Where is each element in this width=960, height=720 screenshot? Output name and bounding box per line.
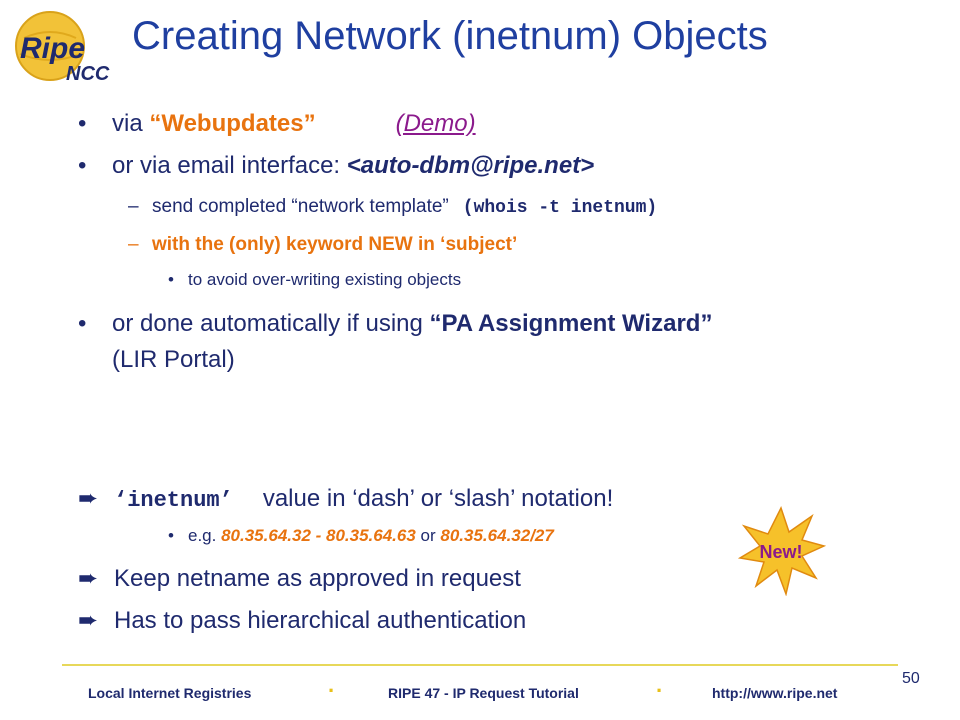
footer-separator: . — [328, 672, 335, 697]
dash-marker: – — [128, 196, 139, 217]
wizard-name: “PA Assignment Wizard” — [429, 310, 713, 337]
arrow-bullet-inetnum: ➨ ‘inetnum’ value in ‘dash’ or ‘slash’ not… — [78, 484, 613, 513]
logo-main-text: Ripe — [20, 32, 85, 65]
bullet-dot: • — [78, 152, 87, 179]
bullet-email-prefix: or via email interface: — [112, 152, 347, 179]
footer-separator: . — [656, 672, 663, 697]
keyword-new-text: with the (only) keyword NEW in ‘subject’ — [152, 234, 518, 255]
netname-text: Keep netname as approved in request — [114, 565, 521, 592]
inetnum-notation-text: value in ‘dash’ or ‘slash’ notation! — [262, 485, 614, 512]
inetnum-code: ‘inetnum’ — [114, 488, 233, 513]
new-badge-text: New! — [759, 542, 802, 562]
auth-text: Has to pass hierarchical authentication — [114, 607, 527, 634]
sub-sub-bullet-avoid-overwrite: • to avoid over-writing existing objects — [168, 270, 461, 290]
footer-left: Local Internet Registries — [88, 685, 252, 701]
new-badge: New! — [737, 506, 826, 596]
starburst-icon — [737, 506, 826, 596]
bullet-webupdates-prefix: via — [112, 110, 150, 137]
bullet-dot: • — [78, 310, 87, 337]
footer-url[interactable]: http://www.ripe.net — [712, 685, 838, 701]
example-range: 80.35.64.32 - 80.35.64.63 — [221, 526, 416, 545]
bullet-dot: • — [168, 526, 174, 545]
bullet-dot: • — [78, 110, 87, 137]
arrow-right-icon: ➨ — [78, 485, 99, 512]
bullet-wizard-prefix: or done automatically if using — [112, 310, 430, 337]
send-template-text: send completed “network template” — [152, 196, 449, 217]
arrow-bullet-auth: ➨ Has to pass hierarchical authentication — [78, 606, 526, 635]
footer-center: RIPE 47 - IP Request Tutorial — [388, 685, 579, 701]
demo-link[interactable]: (Demo) — [395, 110, 476, 137]
avoid-overwrite-text: to avoid over-writing existing objects — [188, 270, 462, 289]
webupdates-keyword: “Webupdates” — [149, 110, 316, 137]
arrow-bullet-netname: ➨ Keep netname as approved in request — [78, 564, 521, 593]
example-cidr: 80.35.64.32/27 — [440, 526, 554, 545]
dash-marker: – — [128, 234, 139, 255]
bullet-webupdates: • via “Webupdates” (Demo) — [78, 110, 476, 138]
page-title: Creating Network (inetnum) Objects — [132, 14, 768, 58]
bullet-wizard: • or done automatically if using “PA Assi… — [78, 310, 712, 338]
email-address[interactable]: <auto-dbm@ripe.net> — [346, 152, 595, 179]
arrow-right-icon: ➨ — [78, 607, 99, 634]
whois-command: (whois -t inetnum) — [462, 198, 658, 218]
logo-sub-text: NCC — [66, 63, 110, 85]
page-number: 50 — [902, 670, 920, 687]
bullet-email: • or via email interface: <auto-dbm@ripe.… — [78, 152, 594, 180]
example-prefix: e.g. — [188, 526, 222, 545]
example-or: or — [415, 526, 441, 545]
bullet-dot: • — [168, 270, 174, 289]
arrow-right-icon: ➨ — [78, 565, 99, 592]
footer-rule — [62, 664, 898, 666]
wizard-line2: (LIR Portal) — [112, 346, 235, 373]
sub-bullet-send-template: –send completed “network template” (whois… — [128, 196, 657, 218]
sub-bullet-keyword-new: –with the (only) keyword NEW in ‘subject… — [128, 234, 517, 256]
ripe-ncc-logo: Ripe NCC — [15, 11, 110, 85]
example-line: • e.g. 80.35.64.32 - 80.35.64.63 or 80.35… — [168, 526, 554, 546]
